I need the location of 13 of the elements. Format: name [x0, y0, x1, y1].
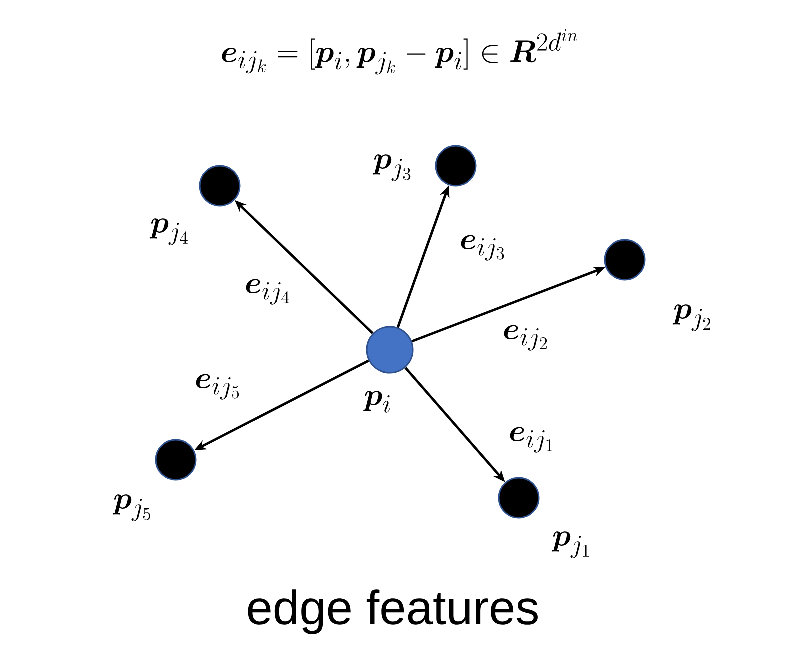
point-label: $\boldsymbol{p}_{j_4}$ [150, 218, 188, 246]
point-label: $\boldsymbol{p}_{j_5}$ [112, 494, 150, 522]
edge-label: $\boldsymbol{e}_{ij_4}$ [244, 278, 292, 306]
point-label: $\boldsymbol{p}_{j_3}$ [372, 154, 411, 182]
point-label: $\boldsymbol{p}_{j_2}$ [672, 304, 710, 332]
point-label: $\boldsymbol{p}_i$ [364, 391, 390, 413]
edge-label: $\boldsymbol{e}_{ij_1}$ [508, 426, 556, 454]
point-label: $\boldsymbol{p}_{j_1}$ [552, 532, 589, 558]
formula-title: $\boldsymbol{e}_{ij_k} = [\boldsymbol{p}_i, \boldsymbol{p}_{j_k} - \boldsymbol{p}_i] \in \boldsymbol{R}^{2d^{in}}$ [222, 30, 578, 75]
edge-label: $\boldsymbol{e}_{ij_3}$ [458, 234, 508, 262]
caption: edge features [248, 590, 538, 634]
edge-label: $\boldsymbol{e}_{ij_5}$ [194, 373, 242, 401]
edge-label: $\boldsymbol{e}_{ij_2}$ [502, 324, 550, 352]
